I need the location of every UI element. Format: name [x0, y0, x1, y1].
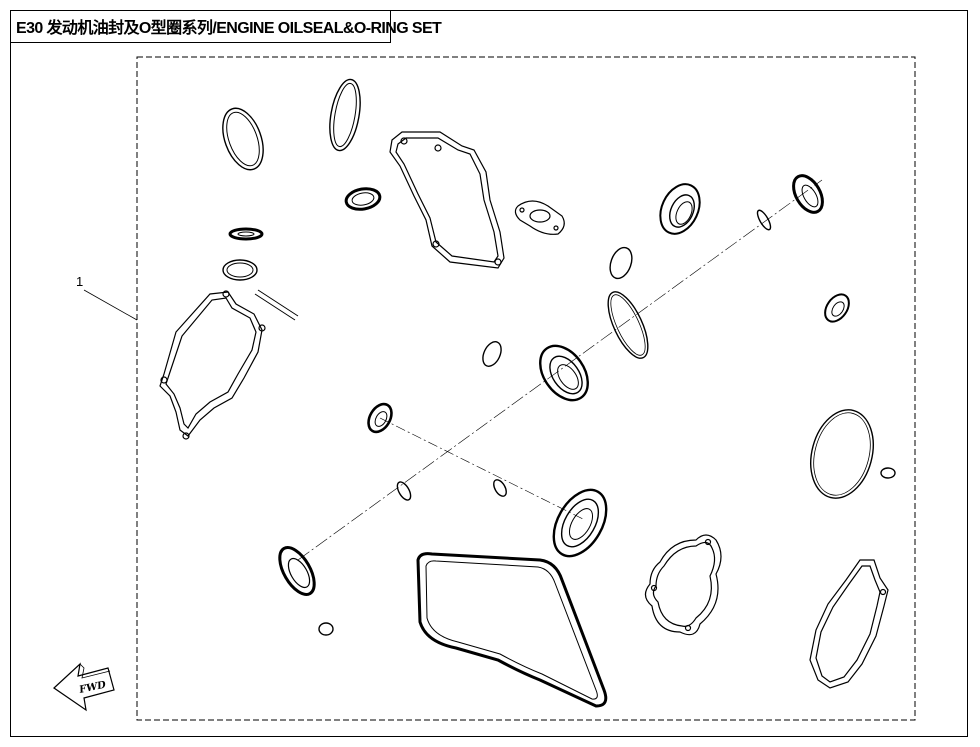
gasket-cover-left [159, 290, 266, 440]
centerline-secondary [379, 417, 586, 521]
fwd-arrow-icon: FWD [53, 662, 115, 712]
oil-seal-top-right-2 [792, 174, 824, 214]
gasket-large-bottom [416, 552, 608, 708]
gasket-round-flange [644, 534, 722, 636]
o-ring-oval-center [607, 291, 649, 359]
o-ring-small-left [222, 259, 258, 281]
drawing-frame [10, 10, 968, 737]
callout-leader [83, 289, 138, 321]
o-ring-tiny-top-right [756, 209, 772, 231]
gasket-cover-top [389, 131, 505, 269]
oil-seal-bottom-center [552, 488, 608, 558]
page-title: E30 发动机油封及O型圈系列/ENGINE OILSEAL&O-RING SE… [16, 20, 442, 37]
gasket-cover-bottom-right [809, 559, 889, 689]
o-ring-large-right [810, 409, 874, 499]
o-ring-tall-top [329, 78, 361, 152]
oil-seal-left-small [367, 402, 393, 434]
o-ring-tiny-bottom [318, 622, 334, 636]
washer-small-left [228, 227, 264, 241]
oil-seal-center [539, 344, 589, 402]
centerline-main [297, 179, 823, 561]
oil-seal-small-right [824, 293, 850, 323]
spring-clip [254, 289, 299, 321]
kit-boundary [136, 56, 916, 721]
o-ring-large-top-left [222, 107, 264, 171]
o-ring-small-center [482, 341, 502, 367]
o-ring-tiny-2 [493, 479, 507, 497]
o-ring-tiny-right [880, 467, 896, 479]
o-ring-tiny-1 [396, 481, 412, 501]
callout-number: 1 [76, 274, 83, 289]
oil-seal-small-top [344, 187, 382, 211]
title-box: E30 发动机油封及O型圈系列/ENGINE OILSEAL&O-RING SE… [10, 10, 442, 43]
oil-seal-top-right-1 [659, 183, 701, 235]
oil-seal-bottom-left [278, 546, 316, 596]
o-ring-medium-center [609, 246, 633, 280]
gasket-plate-small [514, 200, 565, 235]
